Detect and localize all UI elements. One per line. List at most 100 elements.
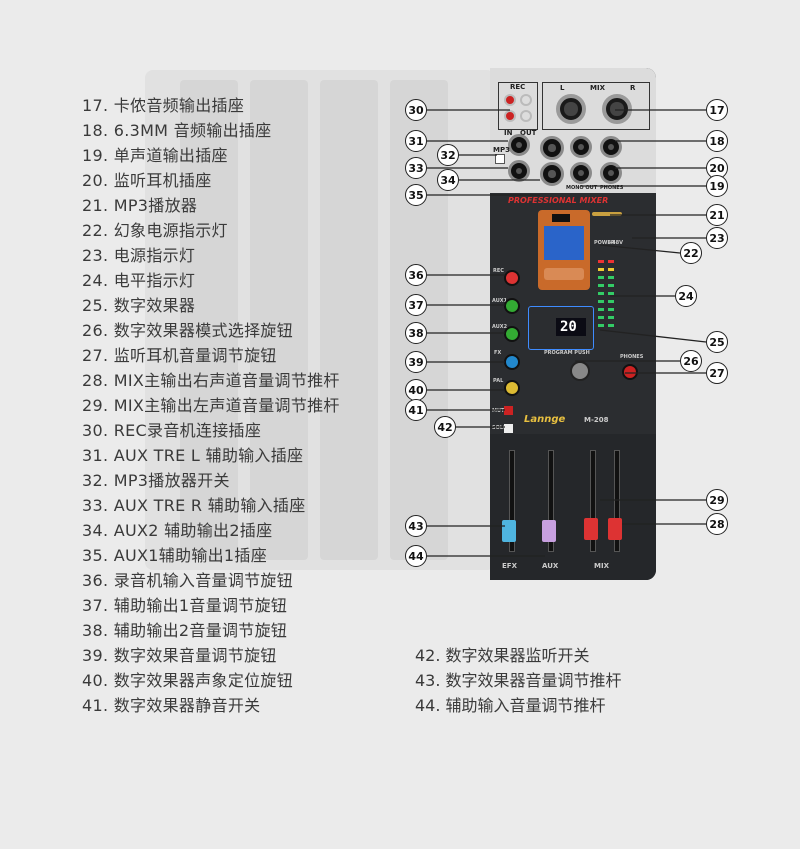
legend-item: 26. 数字效果器模式选择旋钮 [82,321,294,340]
aux-tre-l-jack[interactable] [508,134,530,156]
rec-rca-jack[interactable] [504,110,516,122]
callout-36: 36 [405,264,427,286]
effect-program-knob[interactable] [570,361,590,381]
callout-42: 42 [434,416,456,438]
usb-port[interactable] [552,214,570,222]
model-label: M-208 [584,416,609,424]
callout-24: 24 [675,285,697,307]
legend-item: 21. MP3播放器 [82,196,198,215]
mute-label: MUTE [492,408,508,414]
legend-item: 20. 监听耳机插座 [82,171,212,190]
efx-fader-track [548,450,554,552]
legend-item: 36. 录音机输入音量调节旋钮 [82,571,294,590]
level-led [608,268,614,271]
legend-item: 44. 辅助输入音量调节推杆 [415,696,606,715]
rec-rca-jack[interactable] [504,94,516,106]
aux2-output-jack[interactable] [540,136,564,160]
legend-item: 19. 单声道输出插座 [82,146,228,165]
legend-item: 37. 辅助输出1音量调节旋钮 [82,596,288,615]
legend-item: 34. AUX2 辅助输出2插座 [82,521,273,540]
level-led [598,260,604,263]
effect-display [556,318,586,336]
legend-item: 18. 6.3MM 音频输出插座 [82,121,272,140]
level-led [608,292,614,295]
callout-17: 17 [706,99,728,121]
background-channel-strip [180,80,238,560]
power-label: POWER [594,240,615,246]
callout-21: 21 [706,204,728,226]
legend-item: 42. 数字效果器监听开关 [415,646,590,665]
legend-item: 38. 辅助输出2音量调节旋钮 [82,621,288,640]
aux-fader[interactable] [542,520,556,542]
rec-rca-jack[interactable] [520,110,532,122]
aux2-level-knob[interactable] [504,326,520,342]
phones-knob-label: PHONES [620,354,644,360]
mp3-switch[interactable] [495,154,505,164]
legend-item: 17. 卡侬音频输出插座 [82,96,245,115]
legend-item: 41. 数字效果器静音开关 [82,696,261,715]
6-3mm-output-jack-l[interactable] [570,136,592,158]
level-led [608,260,614,263]
callout-43: 43 [405,515,427,537]
mix-fader-track-l [590,450,596,552]
aux-fader-track [509,450,515,552]
legend-item: 35. AUX1辅助输出1插座 [82,546,268,565]
legend-item: 24. 电平指示灯 [82,271,196,290]
phantom-label: +48V [608,240,624,246]
aux1-level-knob[interactable] [504,298,520,314]
solo-switch[interactable] [504,424,513,433]
callout-27: 27 [706,362,728,384]
level-led [598,268,604,271]
fx-pan-knob[interactable] [504,380,520,396]
mix-fader-right[interactable] [608,518,622,540]
level-led [608,324,614,327]
mp3-buttons[interactable] [544,268,584,280]
callout-18: 18 [706,130,728,152]
phones-volume-knob[interactable] [622,364,638,380]
xlr-output-left[interactable] [556,94,586,124]
level-led [598,308,604,311]
callout-23: 23 [706,227,728,249]
program-label: PROGRAM PUSH [544,350,590,356]
solo-label: SOLO [492,425,508,431]
callout-41: 41 [405,399,427,421]
brand-text: PROFESSIONAL MIXER [508,196,609,205]
callout-38: 38 [405,322,427,344]
callout-39: 39 [405,351,427,373]
legend-item: 43. 数字效果器音量调节推杆 [415,671,622,690]
level-led [598,324,604,327]
level-led [598,292,604,295]
legend-item: 23. 电源指示灯 [82,246,196,265]
rec-level-knob[interactable] [504,270,520,286]
mix-fader-track-r [614,450,620,552]
usb-cable-icon [592,212,622,216]
mix-fader-left[interactable] [584,518,598,540]
brand-logo: Lannge [524,414,566,425]
level-led [608,284,614,287]
legend-item: 40. 数字效果器声象定位旋钮 [82,671,294,690]
aux2-knob-label: AUX2 [492,324,508,330]
mono-out-jack[interactable] [570,162,592,184]
rec-rca-jack[interactable] [520,94,532,106]
callout-34: 34 [437,169,459,191]
mix-label: MIX [590,84,605,92]
mono-out-label: MONO OUT [566,185,598,191]
level-led [598,316,604,319]
aux1-knob-label: AUX1 [492,298,508,304]
callout-26: 26 [680,350,702,372]
aux-fader-label: AUX [542,562,559,570]
aux1-output-jack[interactable] [540,162,564,186]
legend-item: 32. MP3播放器开关 [82,471,230,490]
legend-item: 29. MIX主输出左声道音量调节推杆 [82,396,340,415]
callout-33: 33 [405,157,427,179]
mute-switch[interactable] [504,406,513,415]
callout-19: 19 [706,175,728,197]
callout-30: 30 [405,99,427,121]
mp3-display [544,226,584,260]
callout-35: 35 [405,184,427,206]
fx-knob-label: FX [494,350,502,356]
callout-28: 28 [706,513,728,535]
xlr-output-right[interactable] [602,94,632,124]
efx-fader[interactable] [502,520,516,542]
callout-37: 37 [405,294,427,316]
